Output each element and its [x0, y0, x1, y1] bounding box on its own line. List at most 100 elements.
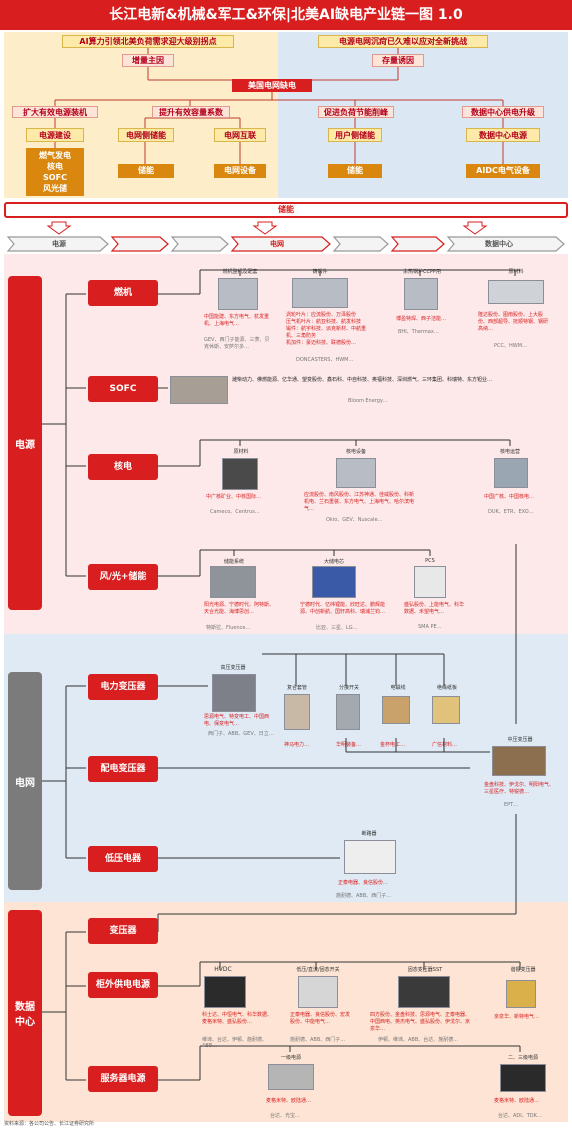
- nuclear-plant-image: [494, 458, 528, 488]
- page-title: 长江电新&机械&军工&环保|北美AI缺电产业链一图 1.0: [0, 0, 572, 30]
- srv-col2-grey: 台达、ADI、TDK…: [498, 1113, 542, 1119]
- action-4: 数据中心供电升级: [462, 106, 544, 118]
- nuc-col1-grey: Cameco、Centrus…: [210, 509, 260, 515]
- sst-image: [398, 976, 450, 1008]
- nuc-col2-red: 应流股份、南风股份、江苏神通、佳威股份、科新机电、兰石重装、东方电气、上海电气、…: [304, 492, 415, 512]
- power-tf-grey: 西门子、ABB、GEV、日立…: [208, 731, 274, 737]
- ext-col1-red: 科士达、中恒电气、科华数据、麦格米特、盛弘股份…: [202, 1012, 273, 1025]
- bottom-storage-1: 储能: [118, 164, 174, 178]
- list-item: SOFC: [43, 173, 67, 182]
- flow-dc: 数据中心: [485, 240, 513, 248]
- mid-grid-interconnect: 电网互联: [214, 128, 266, 142]
- power-tf-head: 高压变压器: [220, 665, 246, 671]
- bottom-storage-2: 储能: [328, 164, 382, 178]
- boiler-image: [404, 278, 438, 310]
- breaker-image: [344, 840, 396, 874]
- sofc-image: [170, 376, 228, 404]
- section-dc-label: 数据中心: [8, 910, 42, 1116]
- mid-dc-power: 数据中心电源: [466, 128, 540, 142]
- nuc-col2-head: 核电设备: [345, 449, 366, 455]
- source-note: 资料来源：各公司公告、长江证券研究所: [4, 1121, 95, 1127]
- mid-user-storage: 用户侧储能: [328, 128, 382, 142]
- sofc-red: 潍柴动力、佛燃能源、亿华通、望变股份、鑫石科、中自科技、奥福科技、深圳燃气、三环…: [232, 377, 493, 383]
- top-left-sub: 增量主因: [122, 54, 174, 67]
- gas-col3-red: 博盈特焊、西子洁能…: [396, 316, 447, 322]
- part-tap-head: 分接开关: [338, 685, 359, 691]
- node-server-power: 服务器电源: [88, 1066, 158, 1092]
- top-left-head: AI算力引领北美负荷需求迎大级别拐点: [62, 35, 234, 48]
- list-item: 风光储: [43, 184, 67, 193]
- hvdc-image: [204, 976, 246, 1008]
- gas-col1-red: 中国能建、东方电气、杭发重机、上海电气…: [204, 314, 270, 327]
- resonant-tf-image: [506, 980, 536, 1008]
- wind-col3-grey: SMA PE…: [418, 624, 442, 630]
- storage-bar: 储能: [4, 202, 568, 218]
- ext-col3-grey: 伊顿、维谛、ABB、台达、施耐德…: [378, 1037, 459, 1043]
- uranium-image: [222, 458, 258, 490]
- nuc-col3-grey: DUK、ETR、EXO…: [488, 509, 534, 515]
- wind-col1-red: 阳光电源、宁德时代、阿特斯、天合光能、海博思创…: [204, 602, 275, 615]
- switch-image: [298, 976, 338, 1008]
- srv-col1-head: 一级电源: [280, 1055, 301, 1061]
- part-wire-head: 电磁线: [390, 685, 406, 691]
- top-right-head: 电源电网沉疴已久难以应对全新挑战: [318, 35, 488, 48]
- nuc-col1-red: 中广核矿业、中核国际…: [206, 494, 262, 500]
- lv-head: 断路器: [361, 831, 377, 837]
- ext-col2-red: 正泰电器、良信股份、宏发股份、中能电气…: [290, 1012, 351, 1025]
- lv-red: 正泰电器、良信股份…: [338, 880, 389, 886]
- ext-col4-red: 京泉华、新特电气…: [494, 1014, 540, 1020]
- gas-col2-head: 铸锻件: [312, 269, 328, 275]
- top-right-sub: 存量诱因: [372, 54, 424, 67]
- wind-col3-red: 盛弘股份、上能电气、科华数据、禾望电气…: [404, 602, 465, 615]
- ext-col4-head: 谐振变压器: [510, 967, 536, 973]
- sofc-grey: Bloom Energy…: [348, 398, 388, 404]
- pcs-image: [414, 566, 446, 598]
- node-external-power: 柜外供电电源: [88, 972, 158, 998]
- flow-chevrons: [6, 236, 565, 252]
- hv-transformer-image: [212, 674, 256, 712]
- psu-image: [268, 1064, 314, 1090]
- mid-grid-storage: 电网侧储能: [118, 128, 174, 142]
- gas-col2-grey: DONCASTERS、HWM…: [296, 357, 354, 363]
- ext-col2-head: 低压/直流/固态开关: [296, 967, 340, 973]
- gas-col2-red: 涡轮叶片：应流股份、万泽股份 压气机叶片：航亚科技、航发科技 锻件：航宇科技、派…: [286, 312, 367, 346]
- flow-power: 电源: [52, 240, 66, 248]
- battery-cell-image: [312, 566, 356, 598]
- nuc-col3-head: 核电运营: [499, 449, 520, 455]
- bottom-grid-equip: 电网设备: [214, 164, 266, 178]
- forging-image: [292, 278, 348, 308]
- flow-grid: 电网: [270, 240, 284, 248]
- gas-col3-grey: BHI、Thermax…: [398, 329, 439, 335]
- list-item: 燃气发电: [39, 151, 71, 160]
- part-bushing-head: 复合套管: [286, 685, 307, 691]
- wind-col1-head: 储能系统: [223, 559, 244, 565]
- dist-tf-grey: EPT…: [504, 802, 519, 808]
- section-grid-label: 电网: [8, 672, 42, 890]
- srv-col2-head: 二、三级电源: [507, 1055, 538, 1061]
- part-bushing-red: 神马电力…: [284, 742, 310, 748]
- wind-col2-grey: 比亚、三星、LG…: [316, 625, 358, 631]
- wind-col1-grey: 特斯拉、Fluence…: [206, 625, 251, 631]
- gas-turbine-image: [218, 278, 258, 310]
- top-connectors: [46, 47, 504, 235]
- wind-col3-head: PCS: [425, 558, 435, 564]
- mv-transformer-image: [492, 746, 546, 776]
- node-low-voltage: 低压电器: [88, 846, 158, 872]
- storage-system-image: [210, 566, 256, 598]
- part-wire-red: 金杯电工…: [380, 742, 406, 748]
- srv-col1-grey: 台达、光宝…: [270, 1113, 301, 1119]
- dist-tf-head: 中压变压器: [507, 737, 533, 743]
- bushing-image: [284, 694, 310, 730]
- nuc-col2-grey: Okio、GEV、Nuscale…: [326, 517, 383, 523]
- node-dc-transformer: 变压器: [88, 918, 158, 944]
- section-power-label: 电源: [8, 276, 42, 610]
- wind-col2-head: 大储电芯: [323, 559, 344, 565]
- gas-col3-head: 余热锅炉CCPP用: [402, 269, 441, 275]
- mid-power-build: 电源建设: [26, 128, 84, 142]
- gas-col1-head: 燃机整机及配套: [222, 269, 258, 275]
- bottom-aidc: AIDC电气设备: [466, 164, 540, 178]
- power-build-list: 燃气发电 核电 SOFC 风光储: [26, 148, 84, 196]
- wind-col2-red: 宁德时代、亿纬锂能、欣旺达、鹏辉能源、中创新航、国轩高科、瑞浦兰钧…: [300, 602, 386, 615]
- ext-col2-grey: 施耐德、ABB、西门子…: [290, 1037, 346, 1043]
- node-gas-turbine: 燃机: [88, 280, 158, 306]
